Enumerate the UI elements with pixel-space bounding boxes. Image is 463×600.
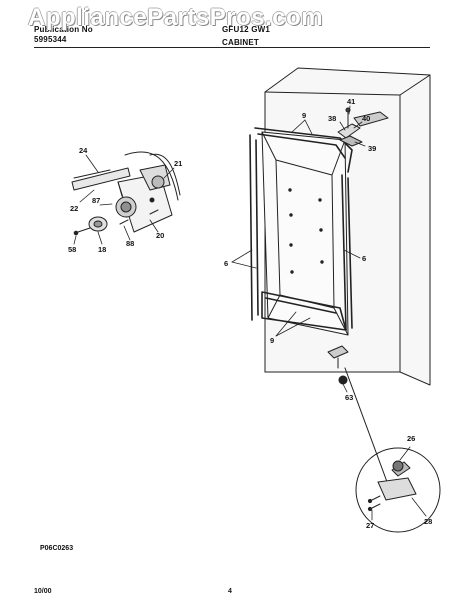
footer-date: 10/00: [34, 588, 52, 595]
part-callouts-control: 24 21 22 87 20 88 58 18: [68, 146, 182, 254]
top-hinge: [337, 107, 389, 147]
hinge-detail-circle: [344, 367, 441, 533]
callout-58: 58: [68, 245, 76, 254]
figure-code: P06C0263: [40, 545, 74, 552]
callout-63: 63: [345, 393, 353, 402]
callout-87: 87: [92, 196, 100, 205]
callout-38: 38: [328, 114, 336, 123]
publication-number: 5995344: [34, 35, 67, 44]
gasket-strips: [249, 127, 353, 331]
page-number: 4: [228, 588, 232, 595]
control-assembly: [71, 151, 181, 236]
callout-24: 24: [79, 146, 88, 155]
callout-18: 18: [98, 245, 106, 254]
callout-22: 22: [70, 204, 78, 213]
callout-27: 27: [366, 521, 374, 530]
leader-lines: [73, 105, 427, 521]
header-rule: [34, 47, 430, 48]
watermark: AppliancePartsPros.com: [28, 4, 324, 31]
callout-26: 26: [407, 434, 415, 443]
callout-9-bottom: 9: [270, 336, 274, 345]
callout-28: 28: [424, 517, 432, 526]
callout-6-left: 6: [224, 259, 228, 268]
callout-9-top: 9: [302, 111, 306, 120]
callout-21: 21: [174, 159, 182, 168]
callout-40: 40: [362, 114, 370, 123]
callout-41: 41: [347, 97, 355, 106]
model-number: GFU12 GW1: [222, 25, 271, 34]
callout-88: 88: [126, 239, 134, 248]
callout-6-right: 6: [362, 254, 366, 263]
callout-20: 20: [156, 231, 164, 240]
cabinet-liner: [261, 131, 349, 336]
publication-label: Publication No: [34, 25, 93, 34]
section-title: CABINET: [222, 38, 259, 47]
part-callouts-cabinet: 41 38 40 39 9 6 9 6 63 26 27 28: [224, 97, 432, 530]
callout-39: 39: [368, 144, 376, 153]
